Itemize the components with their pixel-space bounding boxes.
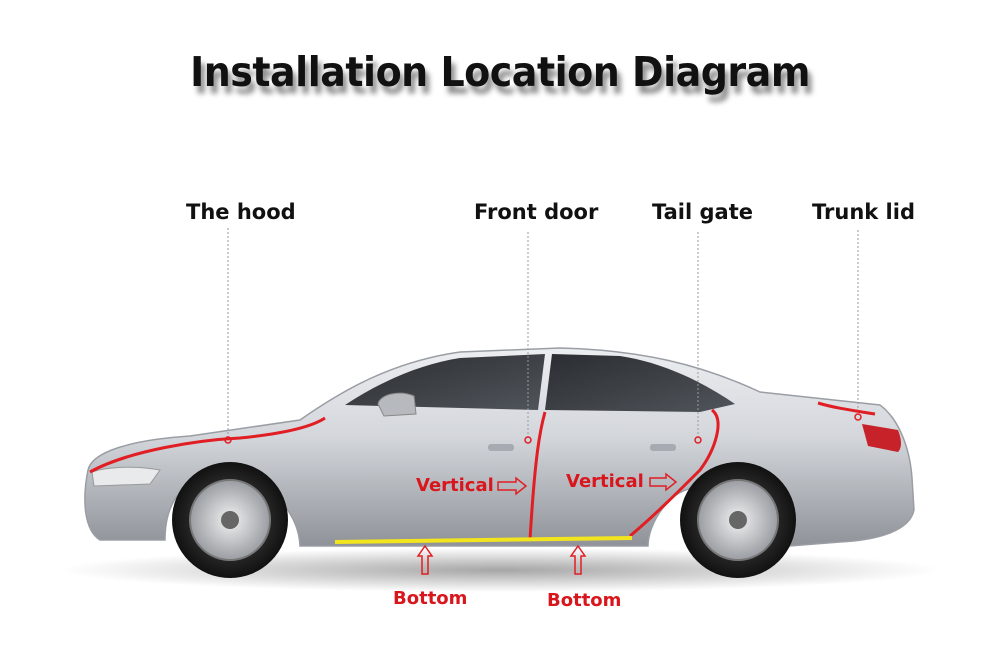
trunk-lid-marker: [854, 413, 862, 421]
callout-the-hood: The hood: [186, 200, 296, 224]
side-mirror: [377, 392, 417, 417]
diagram-title: Installation Location Diagram: [190, 48, 810, 96]
label-bottom-front: Bottom: [393, 588, 468, 609]
hood-seal-line: [89, 416, 326, 474]
callout-tail-gate: Tail gate: [652, 200, 753, 224]
label-bottom-rear: Bottom: [547, 590, 622, 611]
label-vertical-rear: Vertical: [566, 471, 644, 492]
front-door-seal-line: [528, 411, 547, 541]
front-door-marker: [524, 436, 532, 444]
taillight: [862, 424, 901, 452]
bottom-front-arrow: [416, 544, 434, 575]
rear-door-handle: [650, 444, 676, 451]
callout-front-door: Front door: [474, 200, 599, 224]
rear-wheel: [680, 462, 796, 578]
vertical-front-arrow: [497, 476, 528, 496]
front-wheel: [172, 462, 288, 578]
rear-window: [545, 354, 735, 412]
bottom-rear-arrow: [569, 544, 587, 575]
vertical-rear-arrow: [649, 472, 678, 492]
label-vertical-front: Vertical: [416, 475, 494, 496]
headlight: [91, 466, 161, 487]
bottom-seal-line: [334, 536, 633, 544]
tail-gate-marker: [694, 436, 702, 444]
front-door-handle: [488, 444, 514, 451]
callout-trunk-lid: Trunk lid: [812, 200, 915, 224]
rear-door-seal-line: [629, 408, 720, 538]
trunk-seal-line: [817, 401, 876, 416]
hood-marker: [224, 436, 232, 444]
